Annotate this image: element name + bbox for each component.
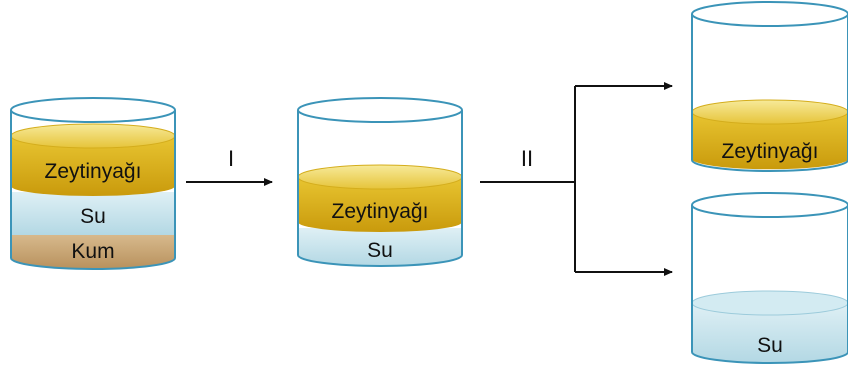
oil-surface	[10, 123, 176, 149]
step-two-label: II	[521, 146, 533, 171]
oil-layer	[692, 112, 848, 170]
container-rim	[10, 97, 176, 123]
separated-oil-label: Zeytinyağı	[722, 140, 819, 163]
water-layer	[298, 228, 462, 266]
water-layer	[11, 192, 175, 235]
water-container: Su	[691, 192, 848, 364]
mixture-sand-label: Kum	[71, 240, 114, 263]
container-wall	[297, 110, 463, 267]
oil-surface	[691, 99, 848, 125]
water-surface	[691, 290, 848, 316]
filtered-water-label: Su	[367, 239, 393, 262]
container-wall	[691, 14, 848, 172]
container-rim	[691, 1, 848, 27]
container-wall	[10, 110, 176, 270]
oil-surface	[297, 164, 463, 190]
filtered-oil-label: Zeytinyağı	[332, 200, 429, 223]
mixture-water-label: Su	[80, 205, 106, 228]
step-one-label: I	[228, 146, 234, 171]
container-rim	[691, 192, 848, 218]
water-layer	[692, 303, 848, 363]
container-rim	[297, 97, 463, 123]
container-wall	[691, 205, 848, 364]
separated-water-label: Su	[757, 334, 783, 357]
sand-layer	[11, 235, 175, 269]
oil-layer	[298, 177, 462, 232]
mixture-oil-label: Zeytinyağı	[45, 160, 142, 183]
oil-layer	[11, 136, 175, 196]
oil-container: Zeytinyağı	[691, 1, 848, 172]
mixture-container: Zeytinyağı Su Kum	[10, 97, 176, 270]
filtered-container: Zeytinyağı Su	[297, 97, 463, 267]
